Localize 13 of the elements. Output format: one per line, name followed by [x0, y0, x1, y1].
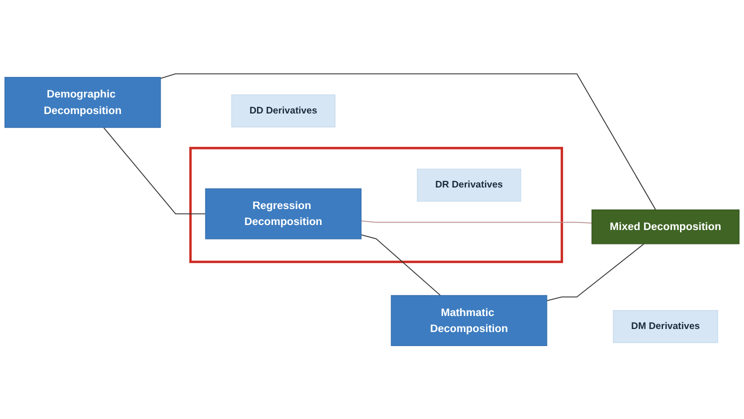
node-box: DD Derivatives: [231, 94, 336, 128]
node-box: DR Derivatives: [416, 168, 522, 202]
connector: [360, 234, 441, 296]
connector: [360, 220, 592, 224]
connector: [160, 73, 656, 210]
node-box: Regression Decomposition: [205, 188, 362, 239]
node-box: DM Derivatives: [612, 310, 718, 343]
node-box: Demographic Decomposition: [4, 76, 161, 128]
node-box: Mixed Decomposition: [592, 209, 740, 244]
cluster: [189, 146, 564, 263]
node-box: Mathmatic Decomposition: [390, 294, 548, 346]
connector: [546, 243, 644, 301]
connector: [103, 126, 206, 214]
